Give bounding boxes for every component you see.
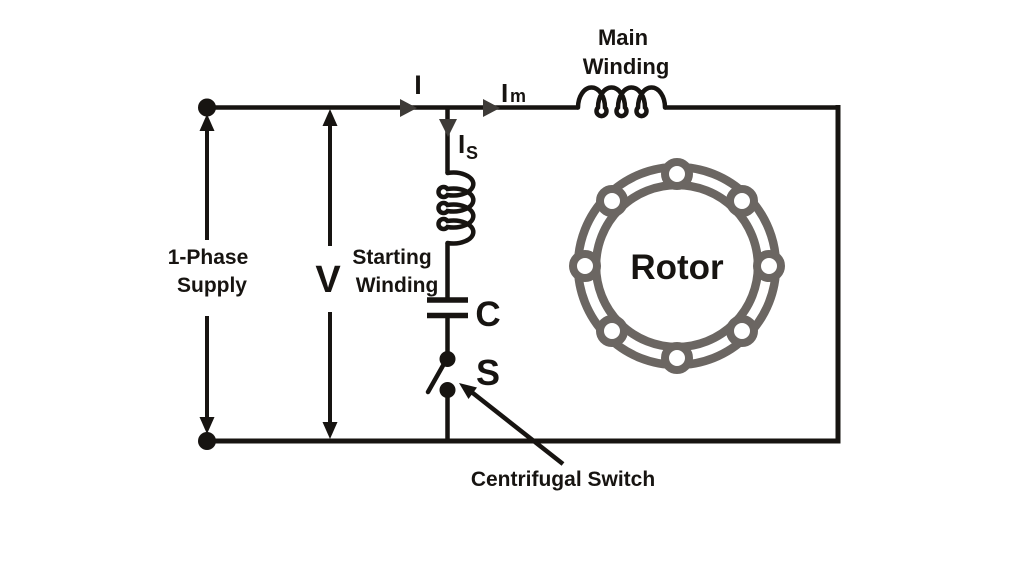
voltmeter-arrows	[322, 109, 338, 439]
current-im-arrow-icon	[483, 99, 500, 117]
switch-pointer-line	[467, 388, 565, 466]
rotor-bar	[569, 250, 601, 282]
rotor-icon	[569, 158, 785, 374]
starting-winding-label-line2: Winding	[356, 274, 439, 297]
labels: Main Winding I I m I S 1-Phase Supply V …	[168, 25, 724, 491]
current-im-label-sub: m	[510, 86, 526, 106]
rotor-label: Rotor	[630, 248, 724, 287]
current-is-label-base: I	[458, 129, 465, 159]
current-i-label: I	[414, 70, 422, 100]
rotor-bar	[726, 185, 758, 217]
rotor-bar	[661, 342, 693, 374]
switch-pointer-head-icon	[459, 383, 477, 399]
switch-pointer-arrow	[459, 383, 565, 466]
capacitor-label: C	[475, 295, 500, 334]
main-winding-coil-icon	[575, 85, 668, 119]
voltage-label: V	[315, 259, 341, 301]
supply-label-line2: Supply	[177, 274, 247, 297]
rotor-bars	[569, 158, 785, 374]
switch-contact-bottom	[439, 382, 456, 398]
current-arrows	[400, 99, 500, 137]
supply-terminal-bottom	[198, 432, 216, 450]
centrifugal-switch-icon	[425, 351, 456, 398]
wires	[205, 105, 841, 444]
supply-label-line1: 1-Phase	[168, 246, 249, 269]
v-arrow-down-icon	[322, 422, 338, 439]
supply-terminal-top	[198, 98, 216, 117]
supply-voltage-arrows	[198, 98, 216, 450]
switch-blade	[425, 359, 448, 395]
supply-arrow-up-icon	[199, 114, 215, 131]
rotor-bar	[661, 158, 693, 190]
rotor-bar	[596, 315, 628, 347]
capacitor-icon	[427, 297, 468, 319]
centrifugal-switch-label: Centrifugal Switch	[471, 468, 655, 491]
supply-arrow-down-icon	[199, 417, 215, 434]
current-is-label-sub: S	[466, 143, 478, 163]
main-winding-label-line2: Winding	[583, 54, 670, 79]
main-winding-label-line1: Main	[598, 25, 648, 50]
rotor-bar	[726, 315, 758, 347]
rotor-bar	[753, 250, 785, 282]
current-i-arrow-icon	[400, 99, 417, 117]
starting-winding-label-line1: Starting	[352, 246, 431, 269]
starting-winding-coil-icon	[436, 170, 476, 246]
current-im-label-base: I	[501, 78, 508, 108]
rotor-bar	[596, 185, 628, 217]
switch-label: S	[476, 352, 500, 393]
v-arrow-up-icon	[322, 109, 338, 126]
current-is-arrow-icon	[439, 119, 457, 137]
